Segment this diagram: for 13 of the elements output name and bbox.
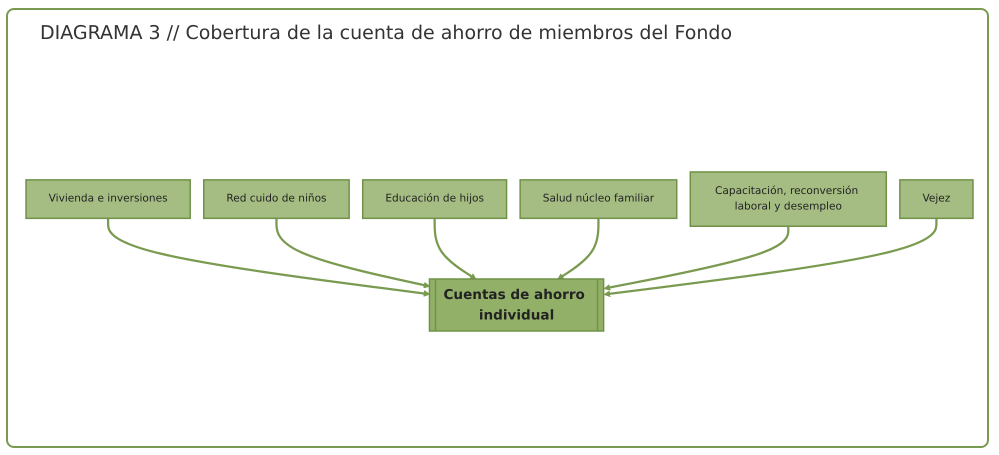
arrow [434, 218, 477, 280]
arrow [604, 226, 790, 291]
arrow [557, 218, 600, 280]
diagram-title: DIAGRAMA 3 // Cobertura de la cuenta de ahorro de miembros del Fondo [40, 22, 732, 44]
node-box: Capacitación, reconversión laboral y desempleo [690, 171, 888, 227]
node-box: Salud núcleo familiar [519, 179, 678, 220]
arrow [275, 218, 430, 288]
node-box: Vejez [899, 179, 974, 220]
arrow [604, 218, 938, 298]
node-box: Red cuido de niños [203, 179, 350, 220]
node-box: Educación de hijos [362, 179, 508, 220]
node-box: Vivienda e inversiones [25, 179, 191, 220]
arrow [106, 218, 430, 297]
